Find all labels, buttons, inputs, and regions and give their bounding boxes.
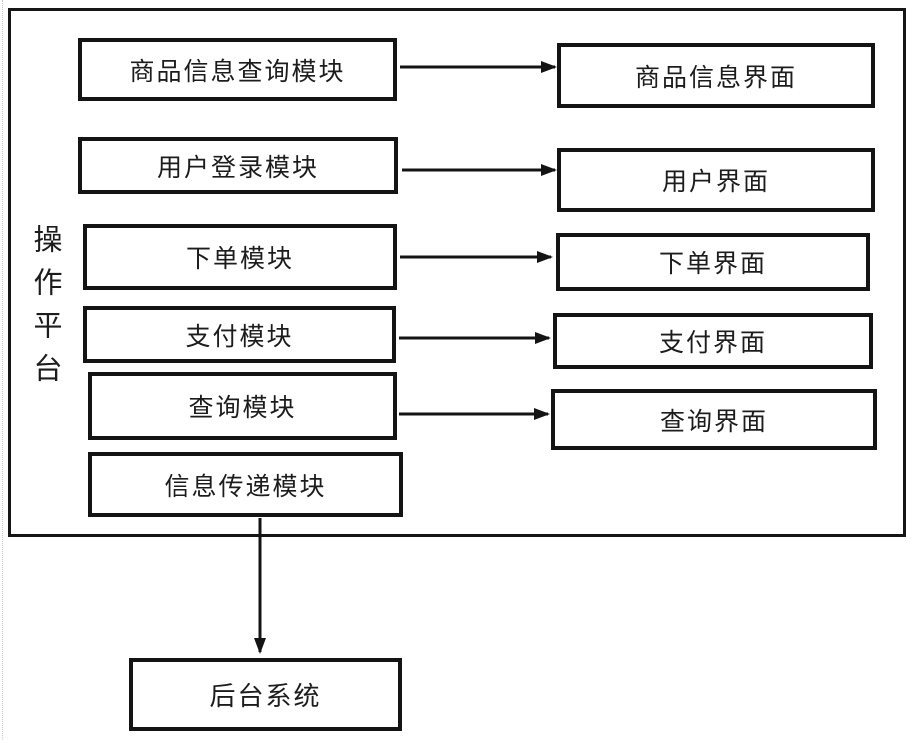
interface-box-user: 用户界面 — [557, 148, 875, 212]
interface-box-payment: 支付界面 — [553, 313, 873, 369]
interface-box-query: 查询界面 — [551, 389, 877, 450]
backend-system-box: 后台系统 — [129, 658, 402, 731]
platform-label: 操作平台 — [29, 224, 61, 396]
module-box-info-transfer: 信息传递模块 — [88, 452, 403, 517]
module-box-order: 下单模块 — [83, 224, 397, 290]
module-box-user-login: 用户登录模块 — [78, 137, 398, 194]
module-box-product-info-query: 商品信息查询模块 — [78, 38, 397, 101]
interface-box-product-info: 商品信息界面 — [557, 43, 875, 108]
module-box-payment: 支付模块 — [83, 306, 396, 363]
module-box-query: 查询模块 — [88, 372, 397, 440]
platform-container-box — [8, 8, 906, 537]
interface-box-order: 下单界面 — [556, 233, 870, 291]
